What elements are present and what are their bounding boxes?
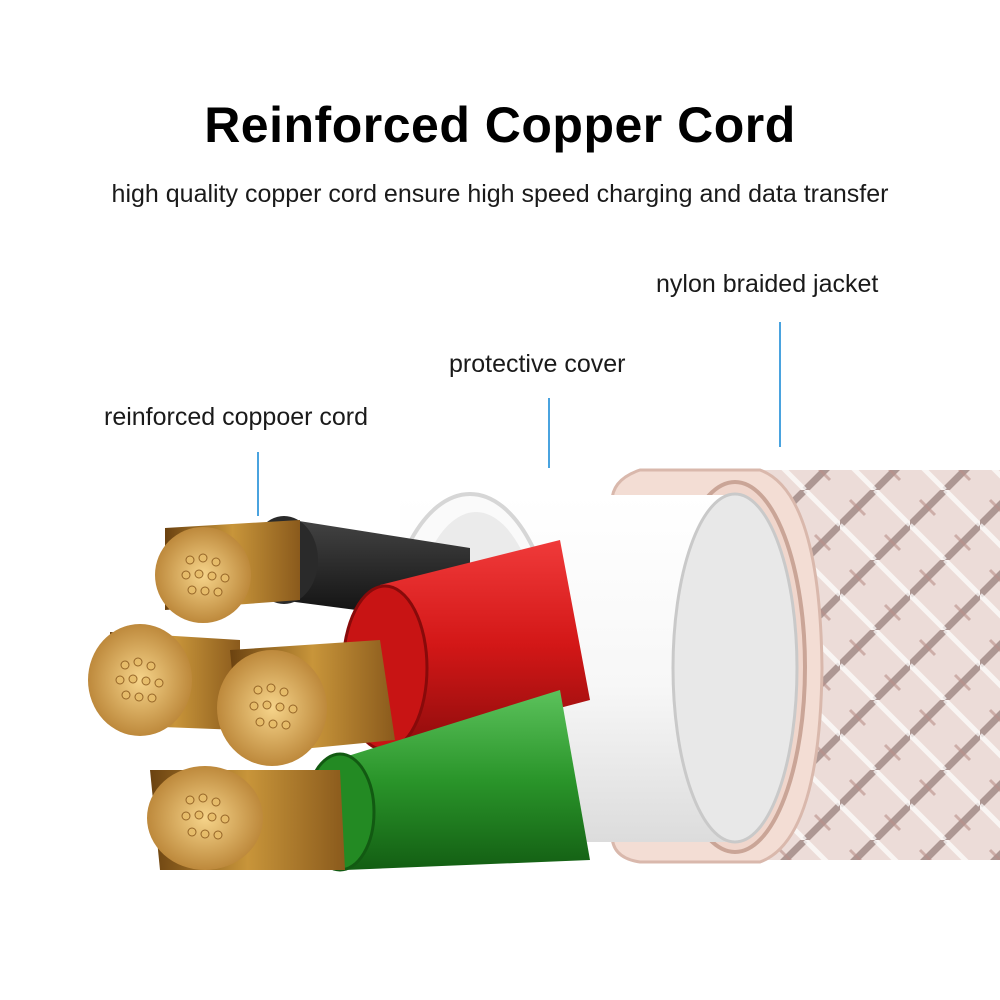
callout-reinforced-copper-cord: reinforced coppoer cord xyxy=(104,403,369,431)
green-wire xyxy=(335,690,590,870)
copper-strand-bundles xyxy=(88,520,395,870)
leader-line-jacket xyxy=(779,322,781,447)
callout-nylon-braided-jacket: nylon braided jacket xyxy=(656,270,879,298)
page-title: Reinforced Copper Cord xyxy=(204,97,796,153)
page-subtitle: high quality copper cord ensure high spe… xyxy=(111,180,889,208)
leader-line-cover xyxy=(548,398,550,468)
callout-protective-cover: protective cover xyxy=(449,350,626,378)
leader-line-cord xyxy=(257,452,259,516)
